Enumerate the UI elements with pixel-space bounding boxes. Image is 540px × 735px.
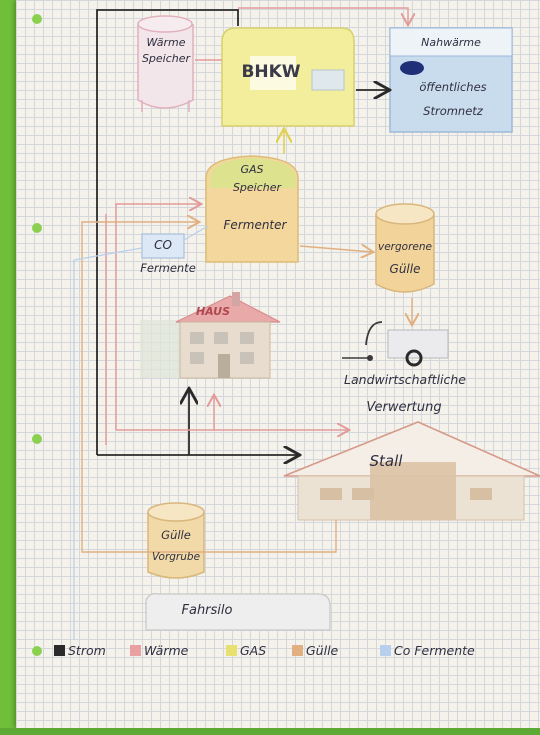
stall-barn — [283, 421, 540, 521]
tractor-sketch — [342, 321, 449, 367]
binder-hole — [32, 434, 42, 444]
guelle-vorgrube-label-1: Gülle — [161, 528, 191, 542]
waerme-speicher-label-1: Wärme — [146, 36, 186, 49]
legend-label-guelle: Gülle — [306, 643, 339, 658]
gas-speicher-label-1: GAS — [240, 163, 264, 176]
haus-label: HAUS — [195, 305, 231, 318]
bhkw-label: BHKW — [241, 62, 301, 82]
co-fermente-flow-lines — [73, 225, 209, 640]
landwirtschaft-label-1: Landwirtschaftliche — [344, 372, 466, 387]
binder-hole — [32, 14, 42, 24]
nahwaerme-title: Nahwärme — [421, 36, 481, 49]
binder-hole — [32, 223, 42, 233]
bhkw-unit — [221, 27, 355, 127]
nahwaerme-line3: Stromnetz — [423, 104, 483, 118]
fermenter-label: Fermenter — [223, 218, 287, 232]
gas-speicher-label-2: Speicher — [232, 181, 282, 194]
fahrsilo-label: Fahrsilo — [181, 603, 233, 618]
strom-flow-lines — [96, 9, 388, 455]
legend-label-gas: GAS — [240, 643, 267, 658]
legend-swatch-waerme — [130, 645, 141, 656]
stall-label: Stall — [369, 452, 403, 470]
waerme-speicher-tank — [137, 15, 194, 112]
legend-label-co-fermente: Co Fermente — [394, 643, 475, 658]
co-fermente-box — [141, 233, 185, 259]
fahrsilo-silo — [145, 593, 331, 631]
nahwaerme-stromnetz-box — [389, 27, 513, 133]
vergorene-guelle-label-1: vergorene — [378, 241, 432, 253]
legend-label-waerme: Wärme — [144, 643, 189, 658]
guelle-flow-lines — [81, 222, 412, 553]
legend-label-strom: Strom — [68, 643, 106, 658]
legend-swatch-gas — [226, 645, 237, 656]
legend-swatch-strom — [54, 645, 65, 656]
vergorene-guelle-label-2: Gülle — [389, 262, 421, 276]
legend-swatch-co-fermente — [380, 645, 391, 656]
waerme-flow-lines — [105, 7, 408, 445]
nahwaerme-line2: öffentliches — [419, 80, 487, 94]
guelle-vorgrube-tank — [147, 502, 205, 579]
guelle-vorgrube-label-2: Vorgrube — [151, 551, 201, 563]
co-fermente-label: Fermente — [140, 261, 196, 275]
vergorene-guelle-tank — [375, 203, 435, 293]
fermenter-tank — [205, 155, 299, 263]
binder-strip — [0, 728, 540, 735]
landwirtschaft-label-2: Verwertung — [366, 400, 442, 415]
binder-hole — [32, 646, 42, 656]
co-box-label: CO — [154, 238, 172, 252]
haus-house — [140, 292, 281, 379]
waerme-speicher-label-2: Speicher — [141, 52, 191, 65]
legend-swatches — [54, 645, 391, 656]
legend-swatch-guelle — [292, 645, 303, 656]
